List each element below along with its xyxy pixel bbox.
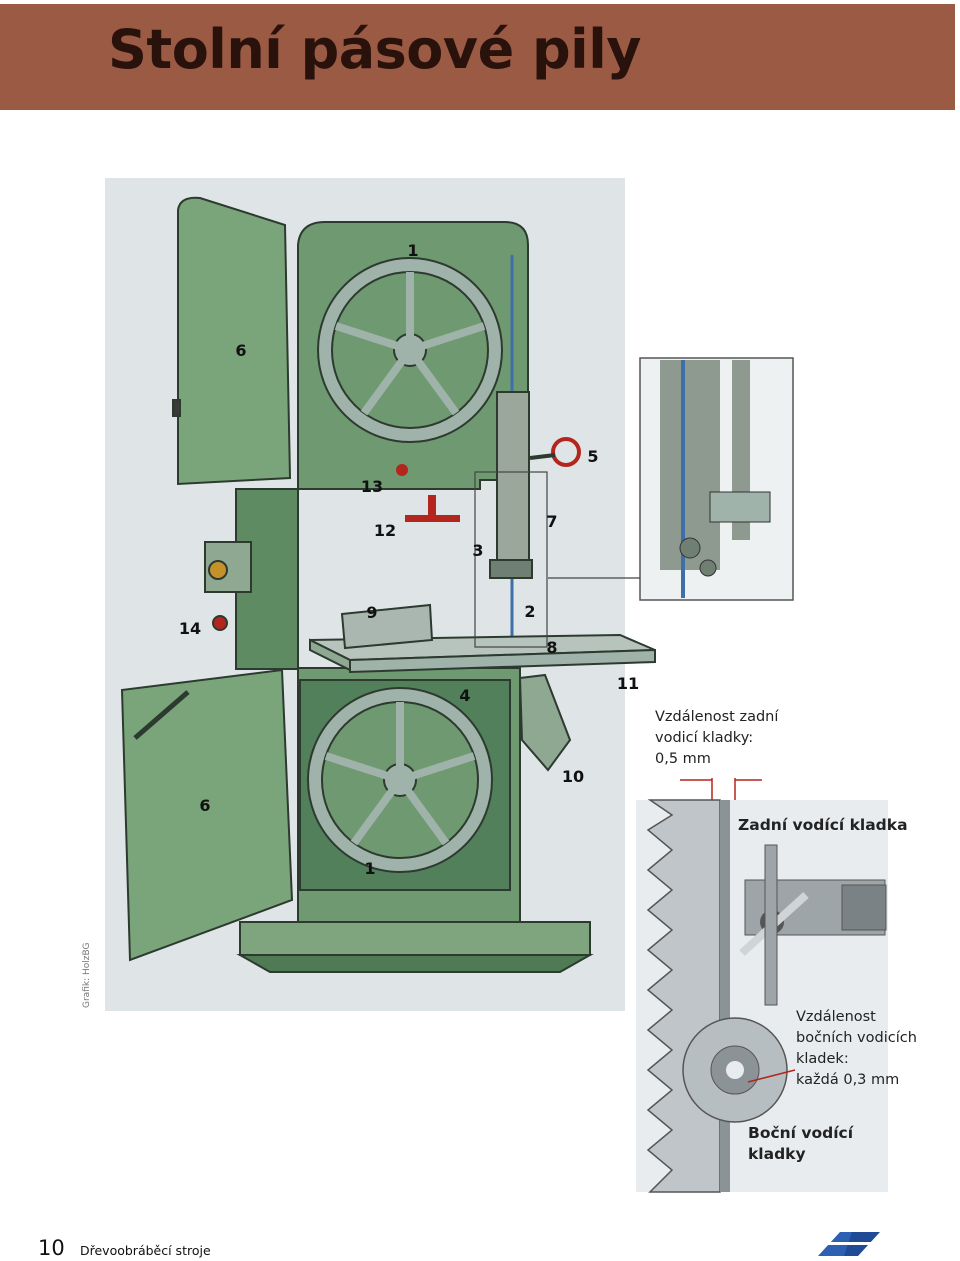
rear-guide-label: Zadní vodící kladka <box>738 816 908 834</box>
callout-12: 12 <box>373 521 397 540</box>
switch-box <box>204 541 252 631</box>
callout-lower-door: 6 <box>199 796 211 815</box>
side-guide-label-line-2: kladky <box>748 1145 806 1163</box>
side-distance-line-3: kladek: <box>796 1051 849 1067</box>
lower-door <box>120 668 294 962</box>
image-credit: Grafik: HolzBG <box>82 942 92 1008</box>
callout-3: 3 <box>472 541 484 560</box>
callout-11: 11 <box>616 674 640 693</box>
upper-wheel <box>317 257 503 443</box>
side-guide-label-line-1: Boční vodící <box>748 1124 854 1142</box>
callout-table: 8 <box>546 638 558 657</box>
rear-distance-line-3: 0,5 mm <box>655 751 711 767</box>
lock-knob <box>396 464 408 476</box>
rear-distance-line-2: vodicí kladky: <box>655 730 754 746</box>
callout-lower-wheel-area: 4 <box>459 686 471 705</box>
guide-detail-inset <box>639 357 794 601</box>
callout-blade: 2 <box>524 602 536 621</box>
callout-upper-wheel: 1 <box>407 241 419 260</box>
side-distance-line-4: každá 0,3 mm <box>796 1072 900 1088</box>
page-number: 10 <box>38 1236 65 1260</box>
section-title: Dřevoobráběcí stroje <box>80 1243 211 1258</box>
callout-dust-port: 10 <box>561 767 585 786</box>
detail-marker <box>474 471 548 648</box>
upper-door <box>172 196 292 486</box>
callout-switch: 14 <box>178 619 202 638</box>
tension-handwheel <box>529 437 581 467</box>
blade-guard <box>489 391 533 579</box>
tilt-handle <box>405 495 460 522</box>
page-header: Stolní pásové pily <box>0 4 955 110</box>
callout-13: 13 <box>360 477 384 496</box>
callout-handwheel: 5 <box>587 447 599 466</box>
page-title: Stolní pásové pily <box>108 18 641 81</box>
callout-7: 7 <box>546 512 558 531</box>
callout-upper-door: 6 <box>235 341 247 360</box>
publisher-logo <box>816 1232 880 1256</box>
side-distance-line-2: bočních vodicích <box>796 1030 917 1046</box>
callout-fence: 9 <box>366 603 378 622</box>
side-distance-line-1: Vzdálenost <box>796 1009 876 1025</box>
guide-roller-detail <box>636 778 888 1193</box>
rear-distance-line-1: Vzdálenost zadní <box>655 709 779 725</box>
lower-wheel <box>307 687 493 873</box>
callout-lower-wheel: 1 <box>364 859 376 878</box>
